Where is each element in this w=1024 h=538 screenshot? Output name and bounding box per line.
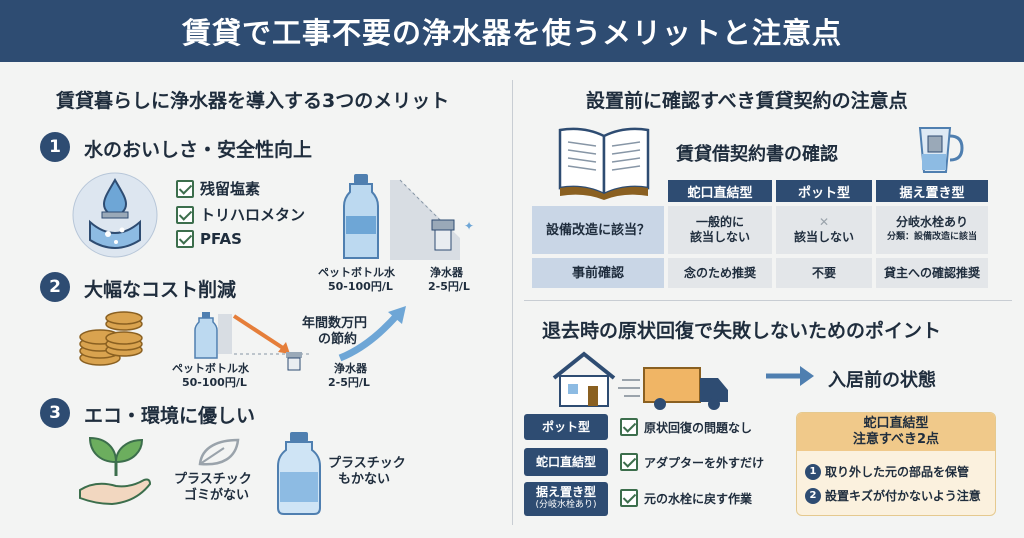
water-pitcher-icon	[918, 127, 964, 173]
col-standing-type: 据え置き型	[876, 180, 988, 202]
cross-icon: ✕	[818, 215, 830, 229]
check-row-chlorine: 残留塩素	[176, 178, 260, 199]
merit-3-label: エコ・環境に優しい	[84, 405, 256, 427]
saving-line1: 年間数万円	[302, 316, 368, 331]
cell-modification-faucet: 一般的に該当しない	[668, 206, 772, 254]
merits-heading: 賃貸暮らしに浄水器を導入する3つのメリット	[56, 90, 450, 112]
saving-line2: の節約	[318, 332, 358, 347]
merit-2-label: 大幅なコスト削減	[84, 279, 237, 301]
filter-top-price: 2-5円/L	[428, 280, 470, 293]
check-row-pfas: PFAS	[176, 230, 242, 248]
merit-3-number: 3	[40, 398, 70, 428]
col-pot-type: ポット型	[776, 180, 872, 202]
checkbox-icon	[620, 418, 638, 436]
contract-table: 蛇口直結型 ポット型 据え置き型 設備改造に該当？ 一般的に該当しない ✕該当し…	[528, 176, 992, 292]
svg-text:✦: ✦	[464, 219, 474, 233]
pre-move-in-state: 入居前の状態	[828, 370, 936, 391]
plastic-bottle-icon	[277, 432, 321, 515]
note-faucet: アダプターを外すだけ	[620, 453, 764, 471]
house-truck-graphic	[552, 351, 728, 410]
cell-precheck-faucet: 念のため推奨	[668, 258, 772, 288]
eco2-line1: プラスチック	[328, 456, 406, 471]
filter-top-name: 浄水器	[430, 266, 463, 279]
open-book-icon	[558, 127, 650, 200]
cell-modification-standing: 分岐水栓あり分類：設備改造に該当	[876, 206, 988, 254]
checkbox-icon	[176, 179, 194, 198]
eco2-line2: もかない	[338, 472, 391, 487]
bottle-top-name: ペットボトル水	[318, 266, 395, 279]
coins-icon	[79, 311, 143, 366]
tag-standing-type: 据え置き型(分岐水栓あり)	[524, 482, 608, 516]
tag-pot-type: ポット型	[524, 414, 608, 440]
bottle-top-price: 50-100円/L	[328, 280, 393, 293]
horizontal-divider	[524, 300, 1012, 301]
check-row-trihalomethane: トリハロメタン	[176, 204, 305, 225]
bottle-vs-filter-graphic: ✦	[343, 174, 474, 260]
note-pot: 原状回復の問題なし	[620, 418, 752, 436]
eco1-line1: プラスチック	[174, 472, 252, 487]
filter-mid-price: 2-5円/L	[328, 376, 370, 389]
bottle-mid-price: 50-100円/L	[182, 376, 247, 389]
merit-1-number: 1	[40, 132, 70, 162]
warning-header: 蛇口直結型 注意すべき2点	[797, 413, 995, 451]
checkbox-icon	[176, 230, 194, 248]
arrow-right-icon	[766, 366, 814, 386]
bottle-mid-name: ペットボトル水	[172, 362, 249, 375]
vertical-divider	[512, 80, 513, 525]
row-header-modification: 設備改造に該当？	[532, 206, 664, 254]
cell-precheck-standing: 貸主への確認推奨	[876, 258, 988, 288]
checkbox-icon	[620, 453, 638, 471]
contract-subheading: 賃貸借契約書の確認	[676, 144, 838, 165]
main-title: 賃貸で工事不要の浄水器を使うメリットと注意点	[0, 0, 1024, 62]
contract-heading: 設置前に確認すべき賃貸契約の注意点	[586, 90, 908, 112]
restoration-heading: 退去時の原状回復で失敗しないためのポイント	[542, 320, 942, 342]
eco1-line2: ゴミがない	[184, 488, 250, 503]
cell-modification-pot: ✕該当しない	[776, 206, 872, 254]
merit-1-label: 水のおいしさ・安全性向上	[84, 139, 313, 161]
checkbox-icon	[620, 489, 638, 507]
tag-faucet-type: 蛇口直結型	[524, 448, 608, 476]
cell-precheck-pot: 不要	[776, 258, 872, 288]
col-faucet-type: 蛇口直結型	[668, 180, 772, 202]
filter-mid-name: 浄水器	[334, 362, 367, 375]
leaf-recycle-icon	[198, 438, 240, 466]
water-filter-icon	[72, 172, 158, 258]
hand-plant-icon	[79, 436, 152, 506]
row-header-precheck: 事前確認	[532, 258, 664, 288]
checkbox-icon	[176, 205, 194, 224]
note-standing: 元の水栓に戻す作業	[620, 489, 752, 507]
cost-reduction-graphic	[194, 306, 406, 371]
merit-2-number: 2	[40, 272, 70, 302]
